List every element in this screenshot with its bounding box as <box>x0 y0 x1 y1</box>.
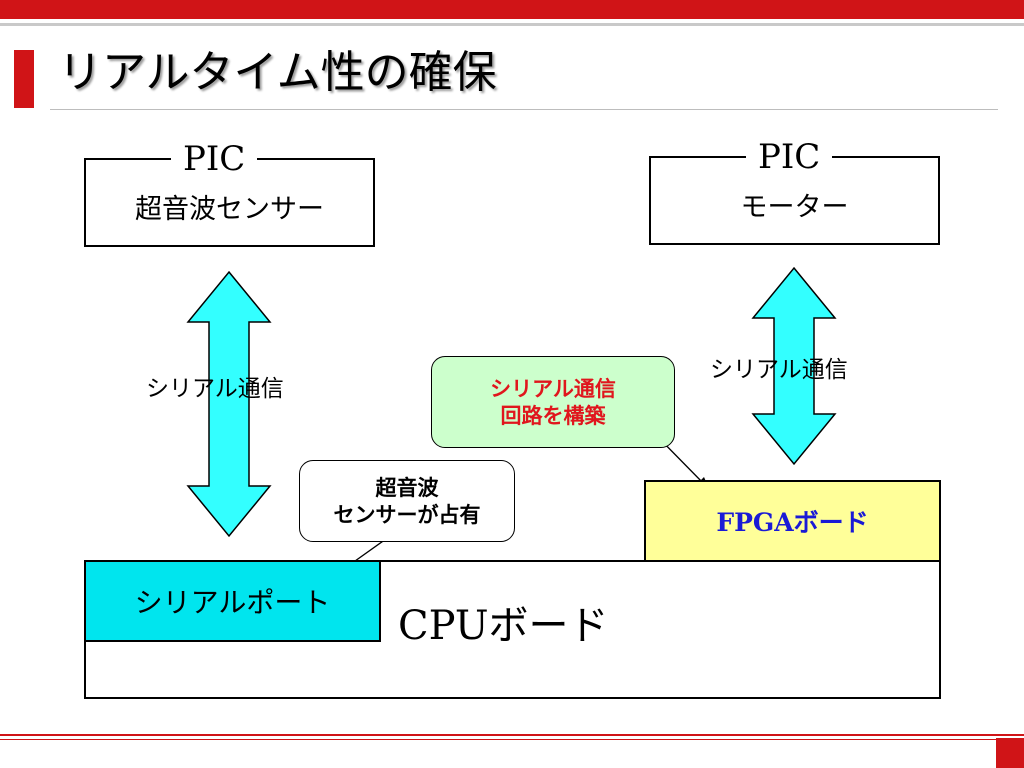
top-accent-bar <box>0 0 1024 19</box>
callout-ultrasonic-line2: センサーが占有 <box>333 502 481 527</box>
left-bidirectional-arrow-icon <box>186 270 272 538</box>
cpu-board-label: CPUボード <box>398 603 609 649</box>
callout-ultrasonic-occupied: 超音波 センサーが占有 <box>299 460 515 542</box>
pic-motor-legend: PIC <box>746 138 833 176</box>
serial-comm-right-label: シリアル通信 <box>710 357 848 383</box>
callout-ultrasonic-line1: 超音波 <box>375 475 439 500</box>
serial-port: シリアルポート <box>84 560 381 642</box>
title-underline <box>50 109 998 110</box>
pic-ultrasonic-label: 超音波センサー <box>135 194 324 225</box>
callout-serial-circuit-line2: 回路を構築 <box>500 403 606 428</box>
bottom-accent-square <box>996 738 1024 768</box>
fpga-board: FPGAボード <box>644 480 941 562</box>
callout-serial-circuit-line1: シリアル通信 <box>490 376 616 401</box>
fpga-board-label: FPGAボード <box>716 508 869 537</box>
bottom-accent-line-thin <box>0 739 1024 740</box>
serial-comm-left-label: シリアル通信 <box>146 376 284 402</box>
pic-motor-label: モーター <box>740 192 849 223</box>
right-bidirectional-arrow-icon <box>751 266 837 466</box>
callout-serial-circuit: シリアル通信 回路を構築 <box>431 356 675 448</box>
top-divider <box>0 23 1024 26</box>
slide-title: リアルタイム性の確保 <box>58 47 497 98</box>
serial-port-label: シリアルポート <box>134 586 331 619</box>
bottom-accent-line <box>0 734 1024 736</box>
title-marker <box>14 50 34 108</box>
pic-ultrasonic-legend: PIC <box>171 140 258 178</box>
